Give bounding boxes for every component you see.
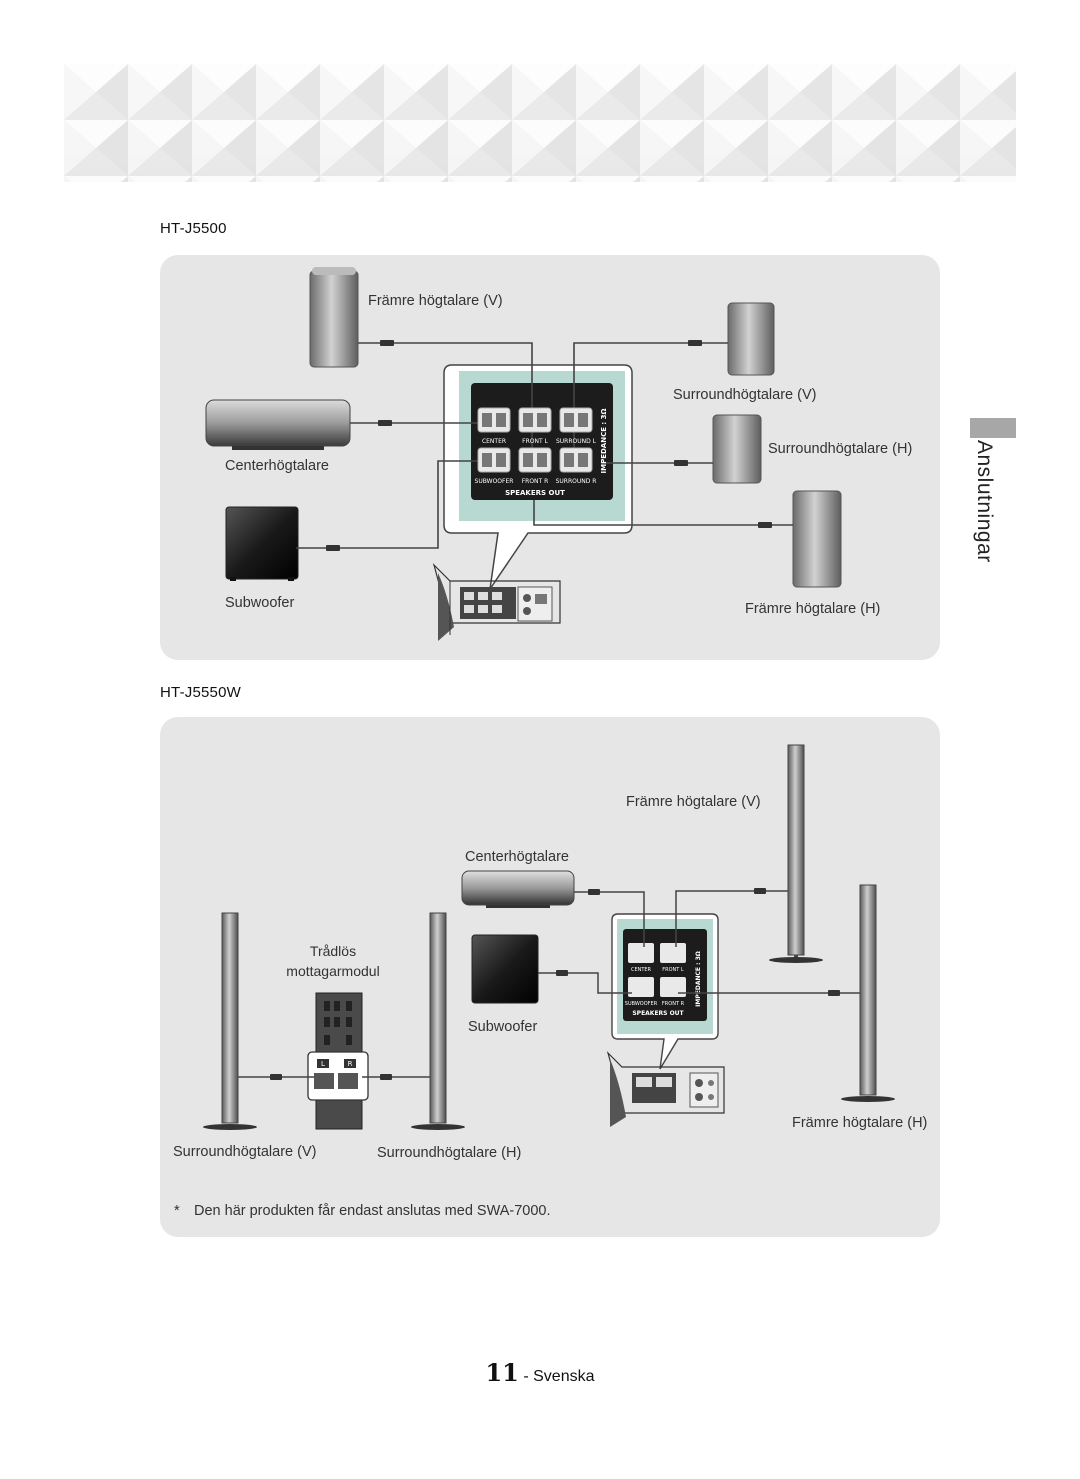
front-right-tower <box>841 884 895 1102</box>
surround-left-speaker <box>727 302 775 376</box>
note-marker: * <box>174 1203 180 1219</box>
footer-language: Svenska <box>533 1368 595 1385</box>
diagram-panel-2: L R CENTER FRONT L SUBWOOFER FRONT R SPE… <box>160 717 940 1237</box>
label-wireless-module: Trådlös mottagarmodul <box>273 941 393 982</box>
subwoofer-2 <box>471 934 539 1004</box>
label-front-right-2: Främre högtalare (H) <box>792 1115 928 1131</box>
page-footer: 11 - Svenska <box>0 1358 1080 1387</box>
model-title-1: HT-J5500 <box>160 220 227 237</box>
surround-right-speaker <box>712 414 762 484</box>
center-speaker-2 <box>461 870 575 908</box>
module-terminal-r: R <box>348 1060 353 1068</box>
label-surround-right-1: Surroundhögtalare (H) <box>768 441 913 457</box>
module-terminal-l: L <box>321 1060 325 1068</box>
main-unit-rear-panel-2 <box>606 1050 725 1127</box>
terminal-callout <box>443 364 633 590</box>
label-subwoofer-1: Subwoofer <box>225 595 295 611</box>
subwoofer <box>225 506 299 581</box>
wireless-receiver-module <box>307 992 369 1130</box>
terminal-impedance: IMPEDANCE : 3Ω <box>600 408 608 473</box>
surround-right-tower <box>411 912 465 1130</box>
label-wireless-line1: Trådlös <box>309 943 357 959</box>
wiring-diagram-1: CENTER FRONT L SURROUND L SUBWOOFER FRON… <box>205 267 842 641</box>
label-front-right-1: Främre högtalare (H) <box>745 601 881 617</box>
terminal-label-surround-r: SURROUND R <box>556 478 597 485</box>
terminal-label-subwoofer: SUBWOOFER <box>475 478 514 485</box>
wire-plugs-2 <box>270 888 840 1080</box>
label-front-left-2: Främre högtalare (V) <box>626 794 761 810</box>
label-surround-left-2: Surroundhögtalare (V) <box>173 1144 317 1160</box>
label-wireless-line2: mottagarmodul <box>286 963 380 980</box>
wire-plugs <box>326 340 772 551</box>
section-tab-label-wrap: Anslutningar <box>964 440 1024 640</box>
terminal2-label-front-l: FRONT L <box>662 967 684 973</box>
terminal-label-front-r: FRONT R <box>522 478 549 485</box>
label-surround-left-1: Surroundhögtalare (V) <box>673 387 817 403</box>
terminal2-speakers-out: SPEAKERS OUT <box>632 1010 684 1017</box>
terminal2-label-center: CENTER <box>631 967 652 973</box>
center-speaker <box>205 399 351 450</box>
surround-left-tower <box>203 912 257 1130</box>
page-number: 11 <box>485 1358 519 1387</box>
wiring-diagram-2: L R CENTER FRONT L SUBWOOFER FRONT R SPE… <box>203 744 895 1130</box>
label-center-2: Centerhögtalare <box>465 849 569 865</box>
compatibility-note: Den här produkten får endast anslutas me… <box>194 1203 551 1219</box>
front-left-speaker <box>309 267 359 368</box>
terminal2-impedance: IMPEDANCE : 3Ω <box>695 951 702 1007</box>
diagram-panel-1: CENTER FRONT L SURROUND L SUBWOOFER FRON… <box>160 255 940 660</box>
terminal-callout-2 <box>611 913 719 1070</box>
front-right-speaker <box>792 490 842 588</box>
front-left-tower <box>769 744 823 963</box>
terminal-label-surround-l: SURROUND L <box>556 438 597 445</box>
terminal-speakers-out: SPEAKERS OUT <box>505 489 565 497</box>
label-surround-right-2: Surroundhögtalare (H) <box>377 1145 522 1161</box>
terminal2-label-subwoofer: SUBWOOFER <box>625 1001 658 1007</box>
label-subwoofer-2: Subwoofer <box>468 1019 538 1035</box>
header-banner <box>64 64 1016 182</box>
terminal-jacks <box>477 407 593 473</box>
terminal2-label-front-r: FRONT R <box>662 1001 685 1007</box>
label-front-left-1: Främre högtalare (V) <box>368 293 503 309</box>
section-tab-marker <box>970 418 1016 438</box>
model-title-2: HT-J5550W <box>160 684 241 701</box>
label-center-1: Centerhögtalare <box>225 458 329 474</box>
section-tab-label: Anslutningar <box>973 440 996 563</box>
terminal-label-center: CENTER <box>482 438 506 445</box>
footer-separator: - <box>523 1368 529 1385</box>
terminal-label-front-l: FRONT L <box>522 438 548 445</box>
